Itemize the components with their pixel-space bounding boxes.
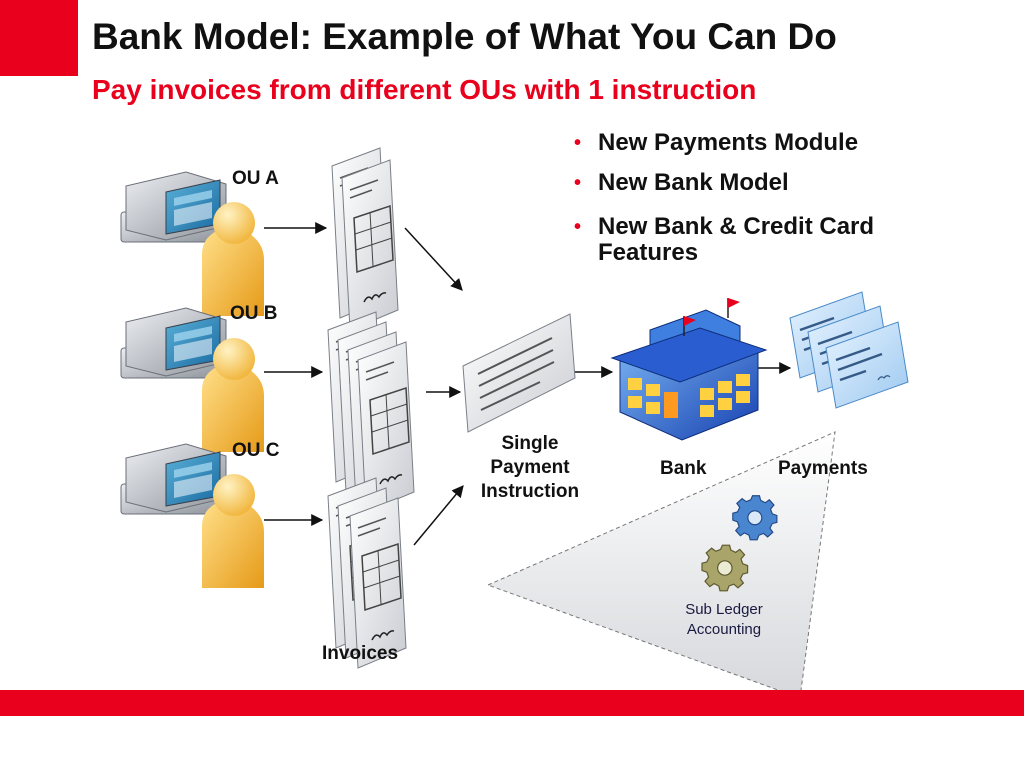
instruction-label-line: Payment xyxy=(490,457,570,478)
ou-a-label: OU A xyxy=(232,168,279,189)
bank-label: Bank xyxy=(660,458,707,479)
instruction-label-line: Instruction xyxy=(480,481,580,502)
bullet-dot-icon: • xyxy=(574,216,582,238)
gears-icon xyxy=(701,495,778,592)
payment-instruction-icon xyxy=(462,313,576,433)
bullet-item: • New Payments Module xyxy=(572,130,958,156)
payments-label: Payments xyxy=(778,458,868,479)
arrow-invoices-c-to-instruction xyxy=(413,485,464,546)
check-payments-icon xyxy=(788,290,910,410)
bullet-text: New Payments Module xyxy=(598,129,859,156)
ou-a-invoice-stack-icon xyxy=(331,147,399,331)
arrow-invoices-a-to-instruction xyxy=(404,227,463,291)
page-subtitle: Pay invoices from different OUs with 1 i… xyxy=(92,74,757,105)
bullet-item: • New Bank & Credit Card Features xyxy=(572,214,958,266)
bullet-text: New Bank & Credit Card Features xyxy=(598,213,875,266)
ou-c-computer-user-icon xyxy=(120,443,265,589)
ou-a-computer-user-icon xyxy=(120,171,265,317)
bullet-dot-icon: • xyxy=(574,172,582,194)
bank-building-icon xyxy=(610,298,768,441)
ou-b-label: OU B xyxy=(230,303,278,324)
subledger-triangle xyxy=(486,431,836,699)
instruction-label-line: Single xyxy=(501,433,559,454)
bullet-dot-icon: • xyxy=(574,132,582,154)
feature-bullet-list: • New Payments Module • New Bank Model • Ne… xyxy=(572,130,958,266)
subledger-accounting-label: Sub Ledger Accounting xyxy=(666,600,782,640)
bullet-text: New Bank Model xyxy=(598,169,789,196)
page-title: Bank Model: Example of What You Can Do xyxy=(92,16,837,57)
subledger-label-line: Sub Ledger xyxy=(685,601,763,618)
subledger-label-line: Accounting xyxy=(686,621,762,638)
ou-c-invoice-stack-icon xyxy=(327,477,407,669)
single-payment-instruction-label: Single Payment Instruction xyxy=(462,432,598,504)
invoices-label: Invoices xyxy=(322,643,399,664)
ou-b-computer-user-icon xyxy=(120,307,265,453)
bullet-item: • New Bank Model xyxy=(572,170,958,196)
footer-accent-bar xyxy=(0,690,1024,716)
ou-c-label: OU C xyxy=(232,440,280,461)
corner-accent-block xyxy=(0,0,78,76)
